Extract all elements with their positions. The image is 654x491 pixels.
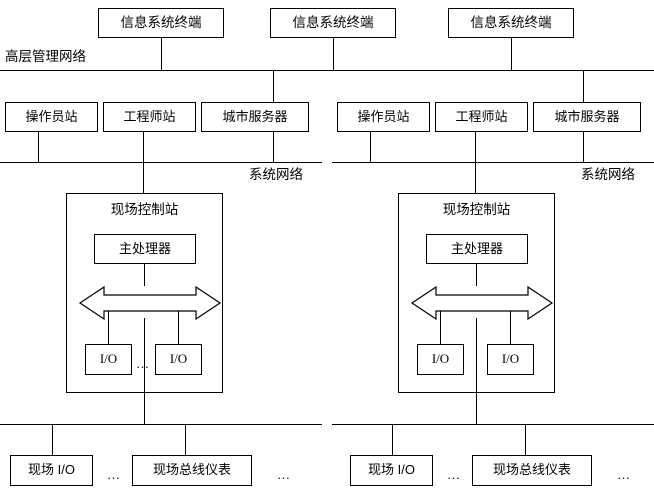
left-io-1-leg — [108, 311, 109, 344]
left-field-ellipsis-2: … — [277, 467, 291, 482]
left-engineer-station: 工程师站 — [103, 102, 196, 132]
right-control-station-uplink — [475, 162, 476, 194]
right-field-bus — [332, 424, 654, 425]
right-fieldbus-instrument-label: 现场总线仪表 — [492, 462, 571, 478]
left-operator-station-label: 操作员站 — [25, 108, 78, 124]
right-main-processor-label: 主处理器 — [450, 240, 503, 256]
right-fieldbus-instrument-drop-line — [525, 424, 526, 456]
left-field-control-station-title: 现场控制站 — [110, 202, 179, 217]
left-fieldbus-instrument-label: 现场总线仪表 — [152, 462, 231, 478]
right-io-module-2: I/O — [487, 344, 534, 375]
right-system-network-bus — [332, 162, 654, 163]
terminal-2-drop-line — [333, 38, 334, 70]
right-station-spine-lower — [476, 318, 477, 424]
left-main-processor: 主处理器 — [94, 234, 196, 264]
left-field-io-label: 现场 I/O — [28, 462, 75, 478]
left-io-module-1: I/O — [85, 344, 132, 375]
left-field-io: 现场 I/O — [10, 455, 93, 486]
left-engineer-drop-line — [143, 132, 144, 162]
right-city-server: 城市服务器 — [533, 102, 641, 132]
left-fieldbus-instrument-drop-line — [185, 424, 186, 456]
right-field-ellipsis-2: … — [617, 467, 631, 482]
left-system-network-bus — [0, 162, 322, 163]
right-field-io-drop-line — [392, 424, 393, 456]
left-field-bus — [0, 424, 322, 425]
info-system-terminal-3-label: 信息系统终端 — [470, 14, 552, 30]
left-city-server-drop-line — [273, 132, 274, 162]
right-system-network-label: 系统网络 — [581, 167, 635, 182]
left-station-spine-upper — [144, 264, 145, 286]
left-io-2-leg — [178, 311, 179, 344]
top-management-network-bus — [0, 70, 654, 71]
left-cluster-uplink — [273, 70, 274, 102]
right-station-spine-upper — [476, 264, 477, 286]
left-field-io-drop-line — [52, 424, 53, 456]
right-cluster-uplink — [583, 70, 584, 102]
left-station-bus-arrow-icon — [78, 284, 222, 322]
left-control-station-uplink — [143, 162, 144, 194]
right-operator-station-label: 操作员站 — [357, 108, 410, 124]
right-field-io: 现场 I/O — [350, 455, 433, 486]
right-fieldbus-instrument: 现场总线仪表 — [472, 455, 592, 486]
info-system-terminal-2: 信息系统终端 — [270, 8, 396, 38]
right-engineer-drop-line — [475, 132, 476, 162]
right-main-processor: 主处理器 — [426, 234, 528, 264]
right-io-2-leg — [510, 311, 511, 344]
top-management-network-label: 高层管理网络 — [5, 49, 86, 64]
info-system-terminal-3: 信息系统终端 — [448, 8, 574, 38]
left-engineer-station-label: 工程师站 — [123, 108, 176, 124]
right-field-io-label: 现场 I/O — [368, 462, 415, 478]
terminal-1-drop-line — [161, 38, 162, 70]
right-engineer-station-label: 工程师站 — [455, 108, 508, 124]
left-operator-station: 操作员站 — [5, 102, 98, 132]
left-io-module-2-label: I/O — [169, 351, 188, 367]
right-io-module-1-label: I/O — [431, 351, 450, 367]
right-io-module-1: I/O — [417, 344, 464, 375]
info-system-terminal-2-label: 信息系统终端 — [292, 14, 374, 30]
left-io-module-2: I/O — [155, 344, 202, 375]
left-operator-drop-line — [38, 132, 39, 162]
left-field-ellipsis-1: … — [107, 467, 121, 482]
terminal-3-drop-line — [511, 38, 512, 70]
right-city-server-label: 城市服务器 — [554, 108, 620, 124]
right-engineer-station: 工程师站 — [435, 102, 528, 132]
right-operator-drop-line — [370, 132, 371, 162]
left-system-network-label: 系统网络 — [249, 167, 303, 182]
right-io-module-2-label: I/O — [501, 351, 520, 367]
left-city-server-label: 城市服务器 — [222, 108, 288, 124]
left-io-module-1-label: I/O — [99, 351, 118, 367]
left-fieldbus-instrument: 现场总线仪表 — [132, 455, 252, 486]
right-field-control-station-title: 现场控制站 — [442, 202, 511, 217]
left-station-spine-lower — [144, 318, 145, 424]
left-city-server: 城市服务器 — [201, 102, 309, 132]
right-city-server-drop-line — [583, 132, 584, 162]
right-field-ellipsis-1: … — [447, 467, 461, 482]
right-station-bus-arrow-icon — [410, 284, 554, 322]
right-operator-station: 操作员站 — [337, 102, 430, 132]
info-system-terminal-1: 信息系统终端 — [98, 8, 224, 38]
left-main-processor-label: 主处理器 — [118, 240, 171, 256]
right-io-1-leg — [440, 311, 441, 344]
left-io-ellipsis: … — [136, 356, 150, 371]
info-system-terminal-1-label: 信息系统终端 — [120, 14, 202, 30]
